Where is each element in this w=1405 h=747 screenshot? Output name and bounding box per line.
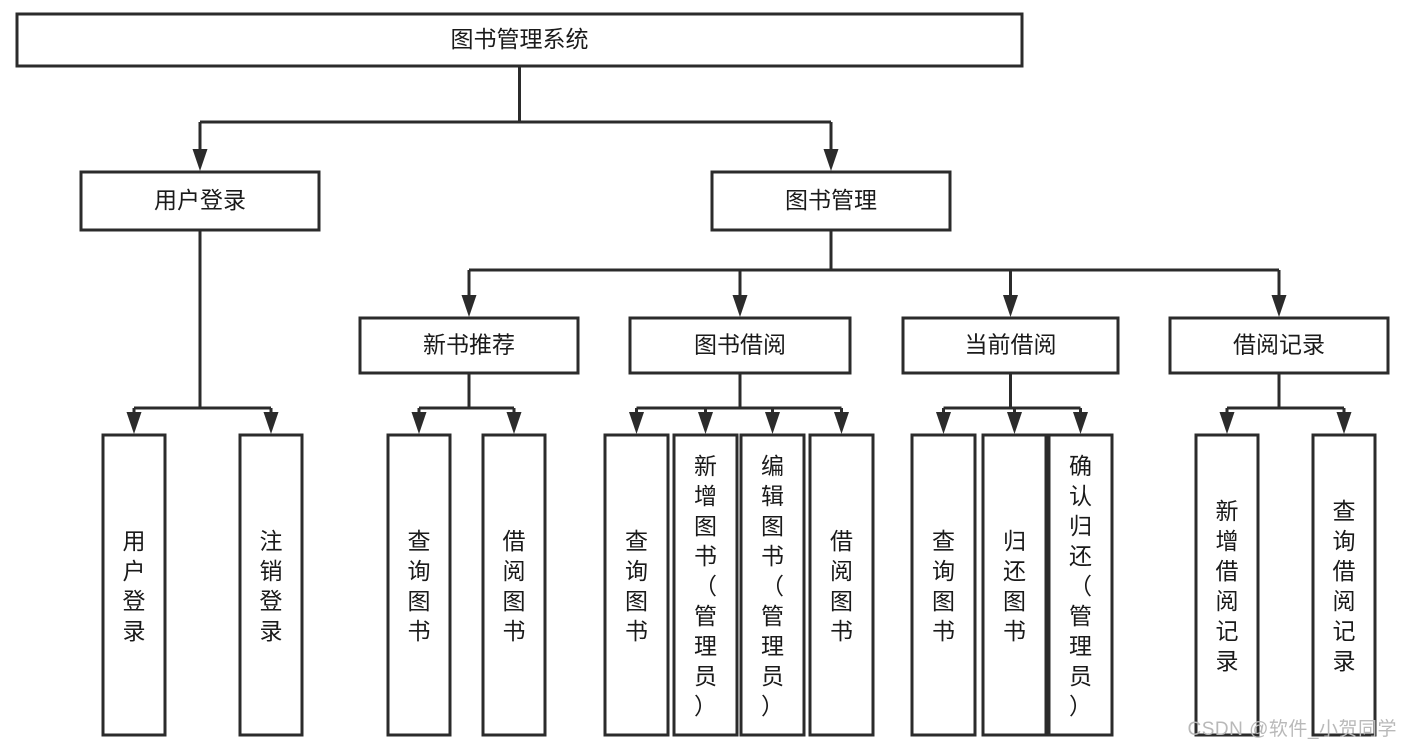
node-leaf-0-rect — [101, 433, 167, 737]
node-leaf-2[interactable]: 查询图书 — [386, 433, 452, 737]
node-leaf-7-rect — [808, 433, 875, 737]
node-leaf-9-label: 归还图书 — [1003, 528, 1026, 644]
arrow-root-to-l1-1 — [823, 149, 839, 171]
node-leaf-4-rect — [603, 433, 670, 737]
node-leaf-2-label: 查询图书 — [408, 528, 431, 644]
node-l1-1[interactable]: 图书管理 — [710, 170, 952, 232]
node-leaf-1-label: 注销登录 — [260, 528, 283, 644]
node-leaf-5-rect — [672, 433, 739, 737]
node-l2-0[interactable]: 新书推荐 — [358, 316, 580, 375]
node-leaf-1-rect — [238, 433, 304, 737]
arrow-l1-to-l2-2 — [1003, 295, 1018, 317]
node-l2-3-label: 借阅记录 — [1233, 332, 1325, 358]
node-l1-0-rect — [79, 170, 321, 232]
node-leaf-3-rect — [481, 433, 547, 737]
node-l2-0-rect — [358, 316, 580, 375]
node-l2-1-label: 图书借阅 — [694, 332, 786, 358]
node-l2-1[interactable]: 图书借阅 — [628, 316, 852, 375]
node-l2-3[interactable]: 借阅记录 — [1168, 316, 1390, 375]
arrow-leaf-2-1 — [698, 412, 713, 434]
node-l2-0-label: 新书推荐 — [423, 332, 515, 358]
node-leaf-7[interactable]: 借阅图书 — [808, 433, 875, 737]
arrow-leaf-4-1 — [1336, 412, 1352, 434]
arrow-l1-to-l2-3 — [1271, 295, 1287, 317]
node-leaf-3[interactable]: 借阅图书 — [481, 433, 547, 737]
node-l2-1-rect — [628, 316, 852, 375]
node-l2-3-rect — [1168, 316, 1390, 375]
arrow-leaf-0-0 — [126, 412, 142, 434]
node-leaf-12[interactable]: 查询借阅记录 — [1311, 433, 1377, 737]
node-leaf-11-label: 新增借阅记录 — [1216, 498, 1239, 674]
arrow-leaf-2-2 — [765, 412, 780, 434]
node-leaf-4-label: 查询图书 — [625, 528, 648, 644]
node-leaf-8[interactable]: 查询图书 — [910, 433, 977, 737]
node-leaf-6[interactable]: 编辑图书（管理员） — [739, 433, 806, 737]
node-leaf-10-rect — [1047, 433, 1114, 737]
arrow-l1-to-l2-1 — [732, 295, 748, 317]
arrow-leaf-3-1 — [1007, 412, 1022, 434]
node-leaf-0-label: 用户登录 — [123, 528, 146, 644]
node-leaf-10-label: 确认归还（管理员） — [1069, 453, 1092, 719]
node-l1-0-label: 用户登录 — [154, 187, 246, 213]
arrow-l1-to-l2-0 — [461, 295, 477, 317]
arrow-leaf-1-1 — [506, 412, 522, 434]
node-leaf-12-label: 查询借阅记录 — [1333, 498, 1356, 674]
node-l2-2-label: 当前借阅 — [965, 332, 1057, 358]
node-root-book-management-system[interactable]: 图书管理系统 — [15, 12, 1024, 68]
arrow-root-to-l1-0 — [192, 149, 208, 171]
node-leaf-4[interactable]: 查询图书 — [603, 433, 670, 737]
node-leaf-9-rect — [981, 433, 1048, 737]
node-leaf-8-label: 查询图书 — [932, 528, 955, 644]
node-l2-2[interactable]: 当前借阅 — [901, 316, 1120, 375]
arrow-leaf-0-1 — [263, 412, 279, 434]
node-leaf-1[interactable]: 注销登录 — [238, 433, 304, 737]
node-leaf-2-rect — [386, 433, 452, 737]
node-root-book-management-system-rect — [15, 12, 1024, 68]
node-leaf-5[interactable]: 新增图书（管理员） — [672, 433, 739, 737]
node-l1-0[interactable]: 用户登录 — [79, 170, 321, 232]
node-l2-2-rect — [901, 316, 1120, 375]
node-leaf-11[interactable]: 新增借阅记录 — [1194, 433, 1260, 737]
node-leaf-10[interactable]: 确认归还（管理员） — [1047, 433, 1114, 737]
node-leaf-6-label: 编辑图书（管理员） — [761, 453, 784, 719]
arrow-leaf-1-0 — [411, 412, 427, 434]
node-leaf-9[interactable]: 归还图书 — [981, 433, 1048, 737]
arrow-leaf-3-0 — [936, 412, 951, 434]
node-leaf-6-rect — [739, 433, 806, 737]
node-l1-1-rect — [710, 170, 952, 232]
node-leaf-12-rect — [1311, 433, 1377, 737]
arrow-leaf-2-0 — [629, 412, 644, 434]
arrow-leaf-4-0 — [1219, 412, 1235, 434]
node-root-book-management-system-label: 图书管理系统 — [451, 26, 589, 52]
arrow-leaf-3-2 — [1073, 412, 1088, 434]
arrow-leaf-2-3 — [834, 412, 849, 434]
node-leaf-7-label: 借阅图书 — [830, 528, 853, 644]
node-l1-1-label: 图书管理 — [785, 187, 877, 213]
node-leaf-8-rect — [910, 433, 977, 737]
node-leaf-0[interactable]: 用户登录 — [101, 433, 167, 737]
node-leaf-3-label: 借阅图书 — [503, 528, 526, 644]
node-leaf-11-rect — [1194, 433, 1260, 737]
node-leaf-5-label: 新增图书（管理员） — [694, 453, 717, 719]
